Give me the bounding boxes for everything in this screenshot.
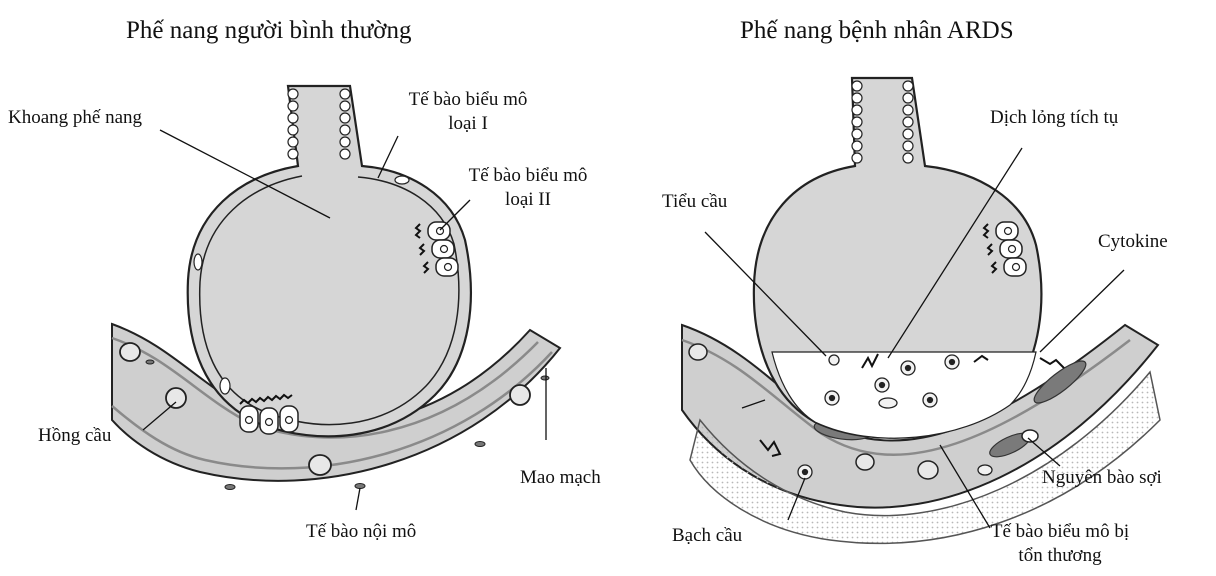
label-capillary: Mao mạch — [520, 466, 601, 490]
label-type1-line1: Tế bào biểu mô — [382, 88, 554, 112]
label-type2-cell: Tế bào biểu mô loại II — [442, 164, 614, 212]
alveolus-sac — [188, 86, 471, 436]
right-panel-title: Phế nang bệnh nhân ARDS — [740, 16, 1014, 46]
label-type1-cell: Tế bào biểu mô loại I — [382, 88, 554, 136]
label-type2-line1: Tế bào biểu mô — [442, 164, 614, 188]
label-endothelial-cell: Tế bào nội mô — [306, 520, 416, 544]
label-leukocyte: Bạch cầu — [672, 524, 742, 548]
label-damaged-line1: Tế bào biểu mô bị — [960, 520, 1160, 544]
label-accumulated-fluid: Dịch lỏng tích tụ — [990, 106, 1118, 130]
label-type2-line2: loại II — [442, 188, 614, 212]
label-cytokine: Cytokine — [1098, 230, 1168, 254]
normal-alveolus — [112, 86, 560, 510]
label-damaged-line2: tổn thương — [960, 544, 1160, 568]
left-panel-title: Phế nang người bình thường — [126, 16, 411, 46]
label-fibroblast: Nguyên bào sợi — [1042, 466, 1162, 490]
label-damaged-epithelium: Tế bào biểu mô bị tổn thương — [960, 520, 1160, 568]
label-red-blood-cell: Hồng cầu — [38, 424, 111, 448]
ards-alveolus-sac — [754, 78, 1041, 438]
label-alveolar-space: Khoang phế nang — [8, 106, 142, 130]
label-type1-line2: loại I — [382, 112, 554, 136]
label-platelet: Tiểu cầu — [662, 190, 727, 214]
